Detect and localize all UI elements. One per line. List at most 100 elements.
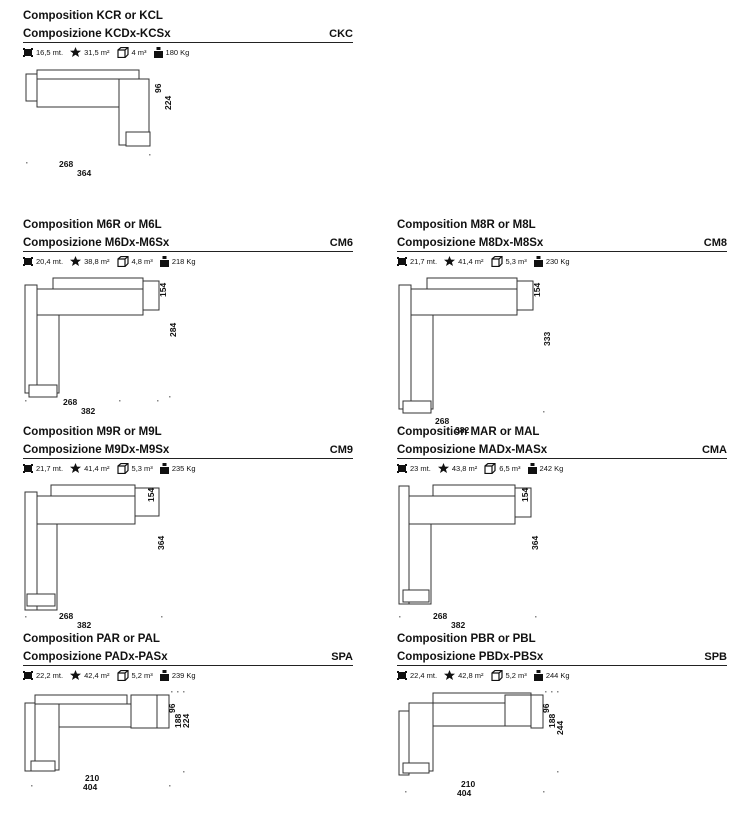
back-cushion [50, 484, 136, 497]
dim-length: 224 [163, 96, 173, 110]
stat-weight: 218 Kg [159, 255, 196, 267]
stats-row: 16,5 mt. 31,5 m² 4 m³ 180 Kg [23, 46, 196, 58]
star-icon [444, 256, 456, 266]
cube-icon [116, 46, 129, 58]
length-icon [397, 463, 407, 473]
stat-volume: 5,3 m³ [116, 462, 153, 474]
stat-weight: 242 Kg [527, 462, 563, 474]
divider [23, 665, 353, 666]
dim-length: 333 [542, 332, 552, 346]
armrest [398, 284, 412, 410]
stat-volume-value: 5,2 m³ [131, 670, 153, 680]
dim-width: 210 [461, 779, 475, 789]
stats-row: 23 mt. 43,8 m² 6,5 m³ 242 Kg [397, 462, 570, 474]
dim-total: 382 [451, 620, 465, 630]
composition-subtitle: Composizione PADx-PASx [23, 651, 168, 663]
guide-dot [551, 691, 553, 693]
stat-area-value: 42,8 m² [458, 670, 484, 680]
stat-length-value: 23 mt. [410, 463, 431, 473]
guide-dot [183, 691, 185, 693]
dim-depth: 96 [167, 703, 177, 713]
guide-dot [169, 396, 171, 398]
stat-area: 42,4 m² [70, 670, 110, 680]
guide-dot [25, 400, 27, 402]
stat-weight: 244 Kg [533, 669, 570, 681]
back-cushion [52, 277, 144, 290]
weight-icon [533, 255, 543, 267]
stat-weight: 235 Kg [159, 462, 196, 474]
seat-module [36, 495, 136, 525]
stat-area: 38,8 m² [70, 256, 110, 266]
guide-dot [26, 162, 28, 164]
composition-code: CM6 [329, 237, 353, 249]
dim-width: 268 [59, 159, 73, 169]
chaise-module [410, 314, 434, 410]
composition-title: Composition MAR or MAL [397, 426, 540, 438]
cube-icon [116, 255, 129, 267]
chaise-arm [125, 131, 151, 147]
star-icon [444, 670, 456, 680]
divider [23, 458, 353, 459]
composition-subtitle: Composizione PBDx-PBSx [397, 651, 544, 663]
chaise-module [36, 523, 58, 611]
divider [397, 458, 727, 459]
chaise-arm [28, 384, 58, 398]
composition-subtitle: Composizione M8Dx-M8Sx [397, 237, 544, 249]
side-module [134, 487, 160, 517]
stat-length: 16,5 mt. [23, 47, 64, 57]
composition-subtitle: Composizione M6Dx-M6Sx [23, 237, 170, 249]
side-module [530, 694, 544, 729]
guide-dot [545, 691, 547, 693]
stat-volume: 5,2 m³ [116, 669, 153, 681]
stats-row: 22,4 mt. 42,8 m² 5,2 m³ 244 Kg [397, 669, 577, 681]
length-icon [397, 670, 407, 680]
center-seat [58, 703, 132, 728]
guide-dot [557, 691, 559, 693]
stat-weight: 230 Kg [533, 255, 570, 267]
dim-length: 188 [547, 714, 557, 728]
stats-row: 21,7 mt. 41,4 m² 5,3 m³ 230 Kg [397, 255, 577, 267]
guide-dot [543, 411, 545, 413]
stat-length-value: 21,7 mt. [36, 463, 64, 473]
stat-length-value: 16,5 mt. [36, 47, 64, 57]
star-icon [70, 256, 82, 266]
dim-length: 364 [156, 536, 166, 550]
cube-icon [484, 462, 496, 474]
stat-length: 22,4 mt. [397, 670, 437, 680]
stat-area-value: 41,4 m² [458, 256, 484, 266]
star-icon [70, 47, 82, 57]
chaise-arm [26, 593, 56, 607]
back-cushion [432, 484, 516, 497]
composition-subtitle: Composizione KCDx-KCSx [23, 28, 171, 40]
stat-volume-value: 5,2 m³ [505, 670, 527, 680]
guide-dot [169, 785, 171, 787]
stat-area: 41,4 m² [70, 463, 110, 473]
side-module [142, 280, 160, 311]
stat-area-value: 41,4 m² [84, 463, 110, 473]
seat-module [36, 78, 120, 108]
dim-depth: 96 [153, 83, 163, 93]
stat-length-value: 21,7 mt. [410, 256, 438, 266]
stat-length: 23 mt. [397, 463, 431, 473]
stat-volume-value: 5,3 m³ [505, 256, 527, 266]
guide-dot [405, 791, 407, 793]
chaise-module [36, 314, 60, 394]
dim-length-total: 244 [555, 721, 565, 735]
stat-area: 31,5 m² [70, 47, 110, 57]
stat-length: 20,4 mt. [23, 256, 63, 266]
right-seat [504, 694, 532, 727]
cube-icon [490, 669, 503, 681]
length-icon [23, 670, 33, 680]
guide-dot [183, 771, 185, 773]
guide-dot [161, 616, 163, 618]
dim-total: 382 [455, 425, 469, 435]
chaise-arm [402, 762, 430, 774]
stat-weight-value: 239 Kg [171, 670, 196, 680]
composition-title: Composition M9R or M9L [23, 426, 162, 438]
guide-dot [171, 691, 173, 693]
composition-title: Composition PBR or PBL [397, 633, 536, 645]
stat-weight-value: 230 Kg [545, 256, 570, 266]
